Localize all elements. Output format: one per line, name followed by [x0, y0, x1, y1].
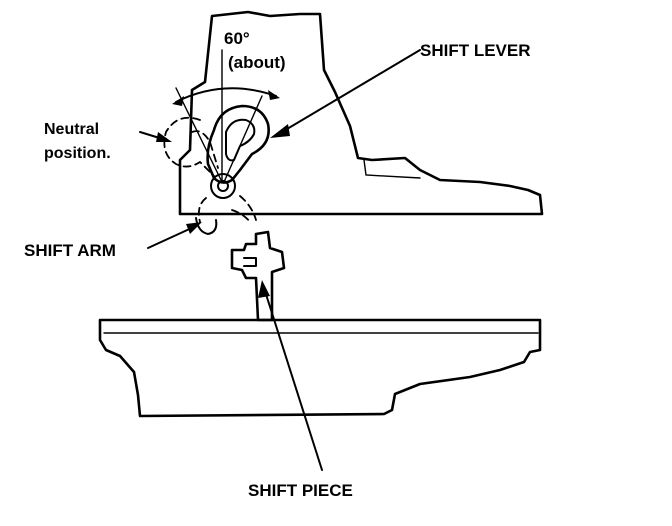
shift-lever-slot: [225, 118, 256, 162]
angle-line-left: [175, 87, 223, 183]
shift-piece: [230, 230, 286, 322]
housing-inner-edge: [363, 159, 421, 179]
neutral-label-line2: position.: [44, 145, 111, 162]
angle-value-label: 60°: [224, 29, 250, 48]
angle-line-right: [223, 95, 263, 183]
shift-lever-label: SHIFT LEVER: [420, 41, 531, 60]
leader-shift-piece-arrow: [258, 280, 270, 298]
pivot-outer: [210, 173, 236, 199]
shift-arm-label: SHIFT ARM: [24, 241, 116, 260]
shift-piece-label: SHIFT PIECE: [248, 481, 353, 500]
shift-lever: [206, 104, 270, 184]
neutral-position-outline: [163, 116, 215, 177]
shift-piece-slot: [243, 257, 257, 267]
leader-shift-piece: [263, 287, 323, 471]
leader-neutral-arrow: [156, 132, 172, 142]
lower-housing: [98, 318, 542, 418]
angle-arrowhead-right: [268, 90, 280, 100]
pivot-inner: [217, 180, 229, 192]
shift-arm-dashed: [197, 195, 257, 223]
neutral-position-outline-2: [191, 130, 219, 169]
leader-shift-arm-arrow: [186, 222, 202, 234]
leader-shift-arm: [147, 225, 197, 249]
leader-shift-lever: [281, 49, 421, 133]
neutral-label-line1: Neutral: [44, 121, 99, 138]
upper-housing: [178, 10, 544, 216]
angle-note-label: (about): [228, 53, 286, 72]
angle-arc: [175, 87, 277, 103]
leader-shift-lever-arrow: [270, 124, 290, 138]
